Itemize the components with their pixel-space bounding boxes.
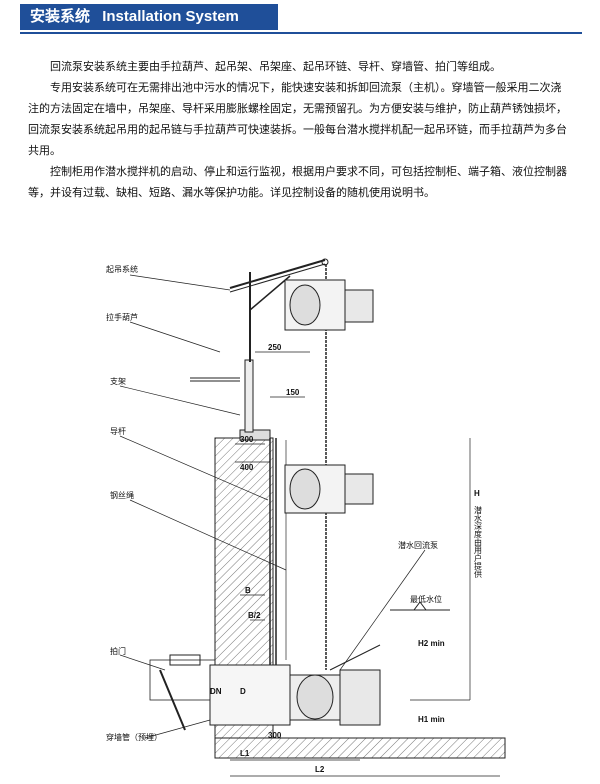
label-min-water-level: 最低水位 [410, 594, 442, 604]
intro-text: 回流泵安装系统主要由手拉葫芦、起吊架、吊架座、起吊环链、导杆、穿墙管、拍门等组成… [28, 56, 572, 203]
label-lifting-system: 起吊系统 [106, 264, 138, 274]
section-title-cn: 安装系统 [30, 8, 91, 25]
section-title-en: Installation System [102, 8, 239, 25]
dim-300-bottom: 300 [268, 731, 282, 740]
dim-l1: L1 [240, 749, 250, 758]
dim-d: D [240, 687, 246, 696]
dim-h1: H1 min [418, 715, 445, 724]
label-bracket: 支架 [110, 376, 126, 386]
dim-300-top: 300 [240, 435, 254, 444]
dim-l2: L2 [315, 765, 325, 774]
label-wire-rope: 钢丝绳 [110, 490, 134, 500]
dim-b-half: B/2 [248, 611, 261, 620]
dim-b: B [245, 586, 251, 595]
flap-valve-shape [159, 654, 201, 731]
dim-250: 250 [268, 343, 282, 352]
dim-h2: H2 min [418, 639, 445, 648]
paragraph-control-cabinet: 控制柜用作潜水搅拌机的启动、停止和运行监视，根据用户要求不同，可包括控制柜、端子… [28, 165, 567, 199]
label-guide-rod: 导杆 [110, 426, 126, 436]
dim-150: 150 [286, 388, 300, 397]
paragraph-components: 回流泵安装系统主要由手拉葫芦、起吊架、吊架座、起吊环链、导杆、穿墙管、拍门等组成… [50, 60, 501, 73]
pump-middle [284, 464, 374, 514]
label-chain-hoist: 拉手葫芦 [106, 312, 138, 322]
label-wall-pipe: 穿墙管（预埋） [106, 732, 162, 742]
paragraph-installation: 专用安装系统可在无需排出池中污水的情况下，能快速安装和拆卸回流泵（主机）。穿墙管… [28, 81, 567, 157]
floor-slab [214, 737, 506, 759]
label-flap-valve: 拍门 [110, 646, 126, 656]
section-header: 安装系统 Installation System [20, 4, 582, 34]
dim-h: H [474, 489, 480, 498]
label-depth-note: 潜水深度由用户提供 [474, 505, 483, 579]
pump-raised [284, 279, 374, 331]
pump-installed [209, 644, 381, 726]
installation-diagram: 起吊系统 拉手葫芦 支架 导杆 钢丝绳 拍门 穿墙管（预埋） 潜水回流泵 最低水… [106, 258, 506, 777]
dim-400: 400 [240, 463, 254, 472]
section-title: 安装系统 Installation System [20, 4, 278, 30]
label-pump: 潜水回流泵 [398, 540, 438, 550]
dim-dn: DN [210, 687, 222, 696]
